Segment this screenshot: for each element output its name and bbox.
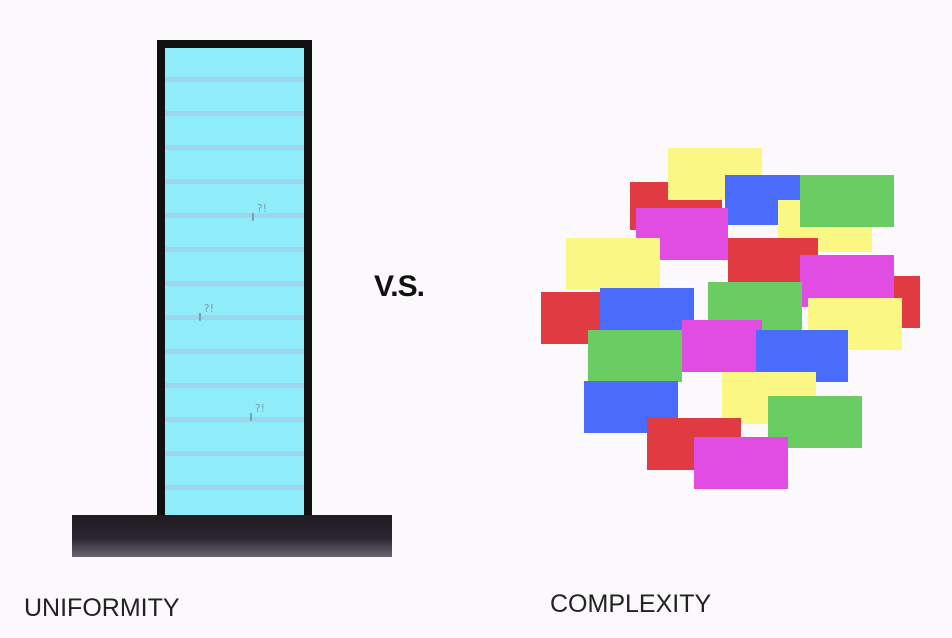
complexity-caption: COMPLEXITY [550, 590, 712, 618]
block-green [588, 330, 682, 382]
block-green [800, 175, 894, 227]
ground-slab [72, 515, 392, 557]
block-yellow [566, 238, 660, 290]
person-icon: ╻?! [249, 202, 267, 222]
uniformity-caption: UNIFORMITY [24, 594, 180, 622]
block-magenta [682, 320, 762, 372]
tower-floor-lines [165, 48, 304, 522]
vs-label: V.S. [374, 270, 425, 303]
block-magenta [694, 437, 788, 489]
uniform-tower-icon: ╻?! ╻?! ╻?! [157, 40, 312, 522]
person-icon: ╻?! [196, 302, 214, 322]
person-icon: ╻?! [247, 402, 265, 422]
